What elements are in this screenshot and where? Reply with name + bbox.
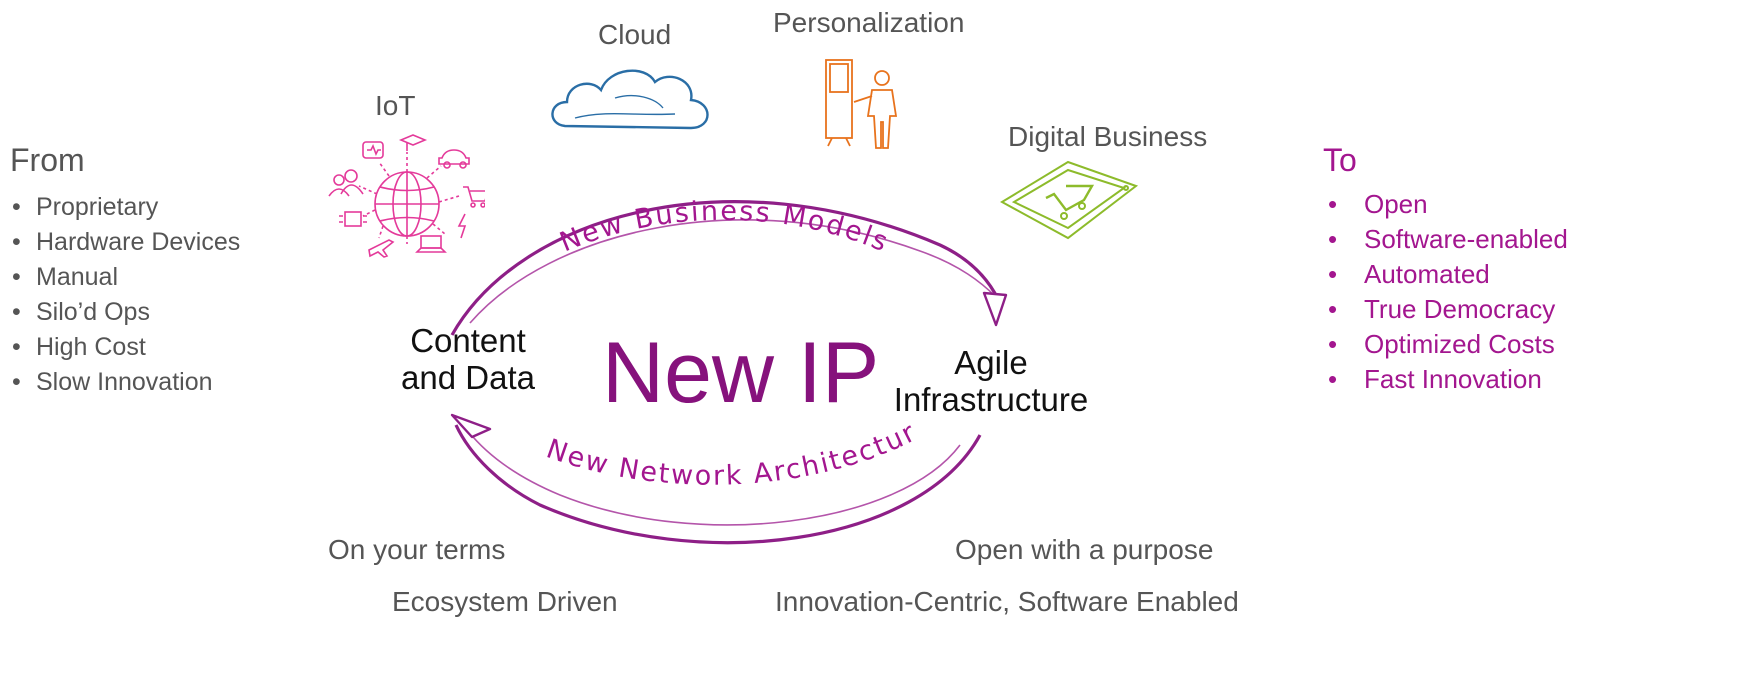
from-item-label: Silo’d Ops	[36, 298, 150, 326]
from-list: • Proprietary • Hardware Devices • Manual •…	[12, 190, 240, 400]
tablet-cart-icon	[999, 160, 1139, 240]
to-item-label: Optimized Costs	[1364, 329, 1555, 359]
center-title: New IP	[602, 325, 880, 421]
to-item-label: True Democracy	[1364, 294, 1556, 324]
to-list: • Open • Software-enabled • Automated • True…	[1328, 187, 1568, 397]
bottom-label-on-your-terms: On your terms	[328, 534, 506, 565]
digital-business-label: Digital Business	[1008, 121, 1208, 152]
bullet: •	[12, 298, 21, 326]
to-item: • True Democracy	[1328, 292, 1568, 327]
cloud-icon	[551, 69, 709, 130]
from-item-label: Proprietary	[36, 193, 159, 221]
from-item: • Manual	[12, 260, 240, 295]
to-item: • Automated	[1328, 257, 1568, 292]
iot-label: IoT	[375, 90, 416, 121]
bullet: •	[1328, 259, 1338, 289]
from-item: • High Cost	[12, 330, 240, 365]
from-item-label: High Cost	[36, 333, 146, 361]
to-item: • Optimized Costs	[1328, 327, 1568, 362]
personalization-label: Personalization	[773, 7, 965, 38]
bottom-label-ecosystem-driven: Ecosystem Driven	[392, 586, 618, 617]
to-item-label: Fast Innovation	[1364, 364, 1542, 394]
from-heading: From	[10, 142, 85, 178]
from-item-label: Hardware Devices	[36, 228, 241, 256]
to-item: • Fast Innovation	[1328, 362, 1568, 397]
bullet: •	[12, 368, 21, 396]
to-item: • Open	[1328, 187, 1568, 222]
bullet: •	[12, 333, 21, 361]
iot-globe-icon	[328, 134, 485, 258]
content-and-data-node: Content and Data	[401, 322, 535, 396]
from-item: • Slow Innovation	[12, 365, 240, 400]
cloud-label: Cloud	[598, 19, 672, 50]
bottom-arc	[450, 413, 982, 545]
to-item-label: Software-enabled	[1364, 224, 1568, 254]
from-item-label: Slow Innovation	[36, 368, 213, 396]
from-item: • Hardware Devices	[12, 225, 240, 260]
bullet: •	[12, 193, 21, 221]
top-arc-label: New Business Models	[556, 196, 894, 259]
from-item: • Silo’d Ops	[12, 295, 240, 330]
bullet: •	[12, 263, 21, 291]
to-item-label: Automated	[1364, 259, 1490, 289]
bullet: •	[1328, 189, 1338, 219]
to-heading: To	[1323, 142, 1357, 178]
from-item-label: Manual	[36, 263, 118, 291]
from-item: • Proprietary	[12, 190, 240, 225]
bottom-label-open-with-purpose: Open with a purpose	[955, 534, 1214, 565]
top-arc	[450, 200, 1008, 336]
bullet: •	[1328, 364, 1338, 394]
to-item-label: Open	[1364, 189, 1428, 219]
to-item: • Software-enabled	[1328, 222, 1568, 257]
bullet: •	[12, 228, 21, 256]
agile-infrastructure-node: Agile Infrastructure	[893, 344, 1089, 418]
bullet: •	[1328, 329, 1338, 359]
bullet: •	[1328, 294, 1338, 324]
bottom-label-innovation-centric: Innovation-Centric, Software Enabled	[775, 586, 1239, 617]
bullet: •	[1328, 224, 1338, 254]
person-screen-icon	[825, 59, 898, 149]
cycle-diagram: New Business Models New Network Architec…	[400, 175, 1008, 545]
